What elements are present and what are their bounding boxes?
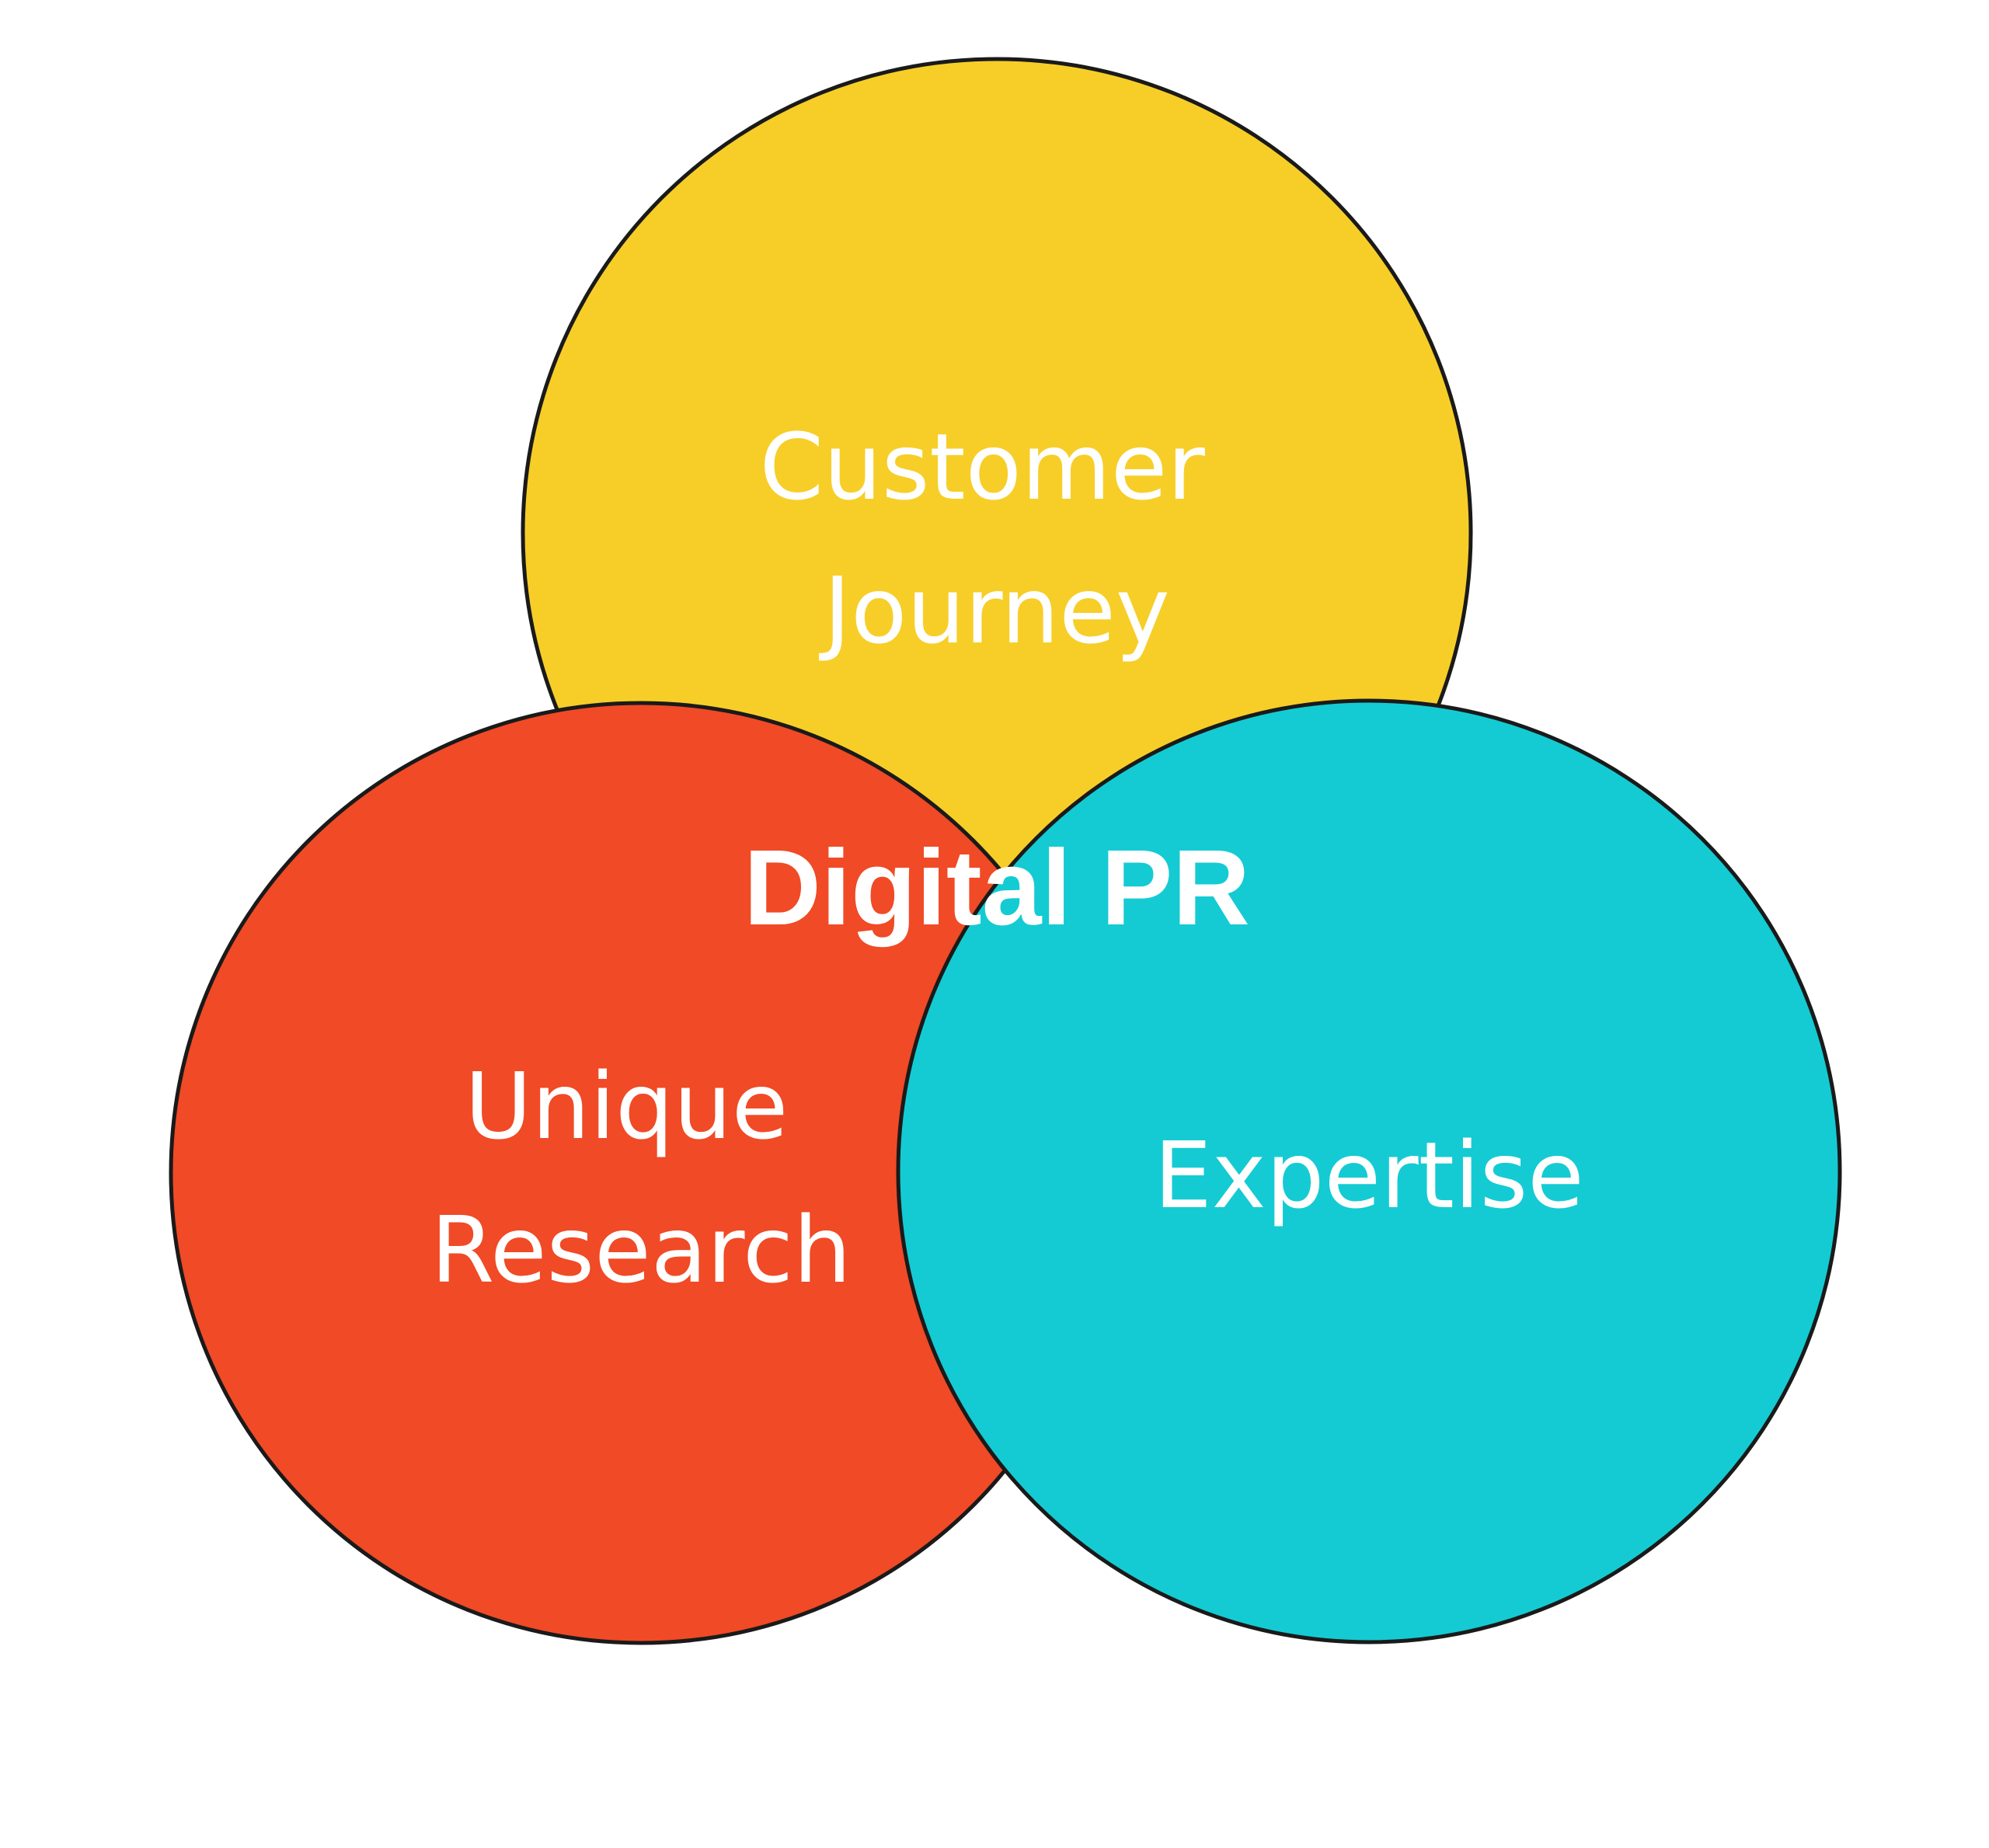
customer-journey-label: Customer Journey bbox=[760, 413, 1235, 664]
expertise-circle bbox=[896, 698, 1842, 1644]
unique-research-label-line-1: Unique bbox=[465, 1053, 788, 1160]
digital-pr-label: Digital PR bbox=[744, 828, 1250, 948]
customer-journey-label-line-1: Customer bbox=[760, 413, 1206, 520]
customer-journey-label-line-2: Journey bbox=[818, 557, 1169, 664]
unique-research-label-line-2: Research bbox=[430, 1196, 851, 1303]
unique-research-label: Unique Research bbox=[430, 1053, 851, 1303]
expertise-label-line-1: Expertise bbox=[1154, 1122, 1584, 1229]
expertise-label: Expertise bbox=[1154, 1122, 1584, 1229]
